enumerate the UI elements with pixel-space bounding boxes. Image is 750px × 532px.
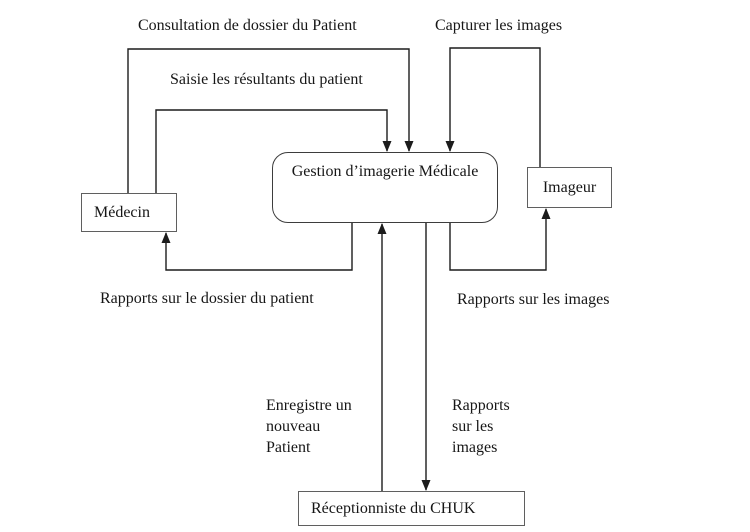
capturer-flow (445, 47, 541, 168)
flow-label-rapports-images-bas: Rapports sur les images (452, 397, 510, 456)
node-medecin: Médecin (81, 193, 177, 232)
rapports-images-imageur-flow (449, 208, 551, 271)
node-imageur: Imageur (527, 167, 612, 208)
node-receptionniste-label: Réceptionniste du CHUK (311, 499, 476, 517)
flow-label-rapports-dossier: Rapports sur le dossier du patient (100, 290, 314, 307)
node-medecin-label: Médecin (94, 203, 150, 221)
flow-label-saisie: Saisie les résultants du patient (170, 71, 363, 88)
flow-label-rapports-images: Rapports sur les images (457, 291, 610, 308)
flow-label-consultation: Consultation de dossier du Patient (138, 17, 357, 34)
node-imageur-label: Imageur (542, 178, 597, 196)
saisie-flow (155, 109, 392, 194)
node-gestion-imagerie: Gestion d’imagerie Médicale (272, 152, 498, 223)
node-receptionniste: Réceptionniste du CHUK (298, 491, 525, 526)
rapports-dossier-flow (161, 223, 353, 271)
flow-label-enregistre-patient: Enregistre un nouveau Patient (266, 397, 352, 456)
node-gestion-imagerie-label: Gestion d’imagerie Médicale (291, 163, 479, 180)
consultation-flow (127, 48, 414, 194)
flow-label-capturer: Capturer les images (435, 17, 563, 34)
